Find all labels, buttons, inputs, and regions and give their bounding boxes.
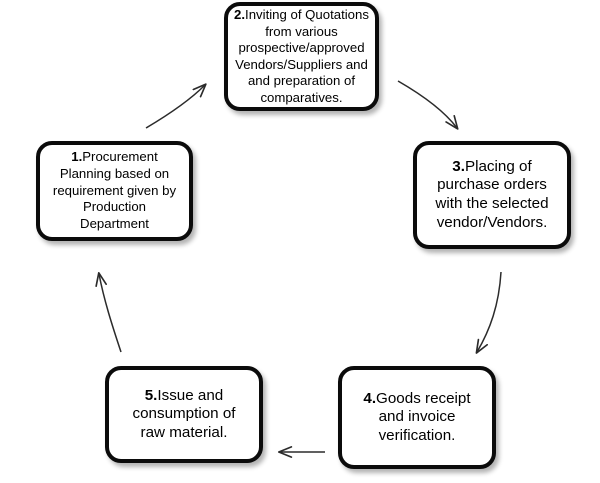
process-node-4-number: 4. <box>363 389 377 407</box>
process-node-2-text: 2.Inviting of Quotations from various pr… <box>228 7 375 106</box>
process-node-5-body: Issue and consumption of raw material. <box>132 386 236 441</box>
process-node-3-body: Placing of purchase orders with the sele… <box>435 157 549 231</box>
process-node-3-number: 3. <box>452 157 465 175</box>
process-node-4-body: Goods receipt and invoice verification. <box>376 389 471 444</box>
process-node-1[interactable]: 1.Procurement Planning based on requirem… <box>36 141 193 241</box>
arrow-5-to-1 <box>95 271 122 353</box>
process-node-2[interactable]: 2.Inviting of Quotations from various pr… <box>224 2 379 111</box>
process-node-3-text: 3.Placing of purchase orders with the se… <box>429 158 554 232</box>
process-node-4[interactable]: 4.Goods receipt and invoice verification… <box>338 366 496 469</box>
process-node-2-body: Inviting of Quotations from various pros… <box>235 7 369 105</box>
process-node-5-text: 5.Issue and consumption of raw material. <box>127 387 242 443</box>
arrow-1-to-2 <box>145 83 207 129</box>
process-node-4-text: 4.Goods receipt and invoice verification… <box>357 390 476 446</box>
process-node-5-number: 5. <box>144 386 158 404</box>
process-node-5[interactable]: 5.Issue and consumption of raw material. <box>105 366 263 463</box>
process-node-1-text: 1.Procurement Planning based on requirem… <box>47 149 182 233</box>
process-node-3[interactable]: 3.Placing of purchase orders with the se… <box>413 141 571 249</box>
process-node-1-number: 1. <box>71 148 83 164</box>
arrow-3-to-4 <box>475 271 502 354</box>
arrow-2-to-3 <box>397 80 459 130</box>
process-node-1-body: Procurement Planning based on requiremen… <box>52 148 177 232</box>
process-node-2-number: 2. <box>234 7 246 22</box>
